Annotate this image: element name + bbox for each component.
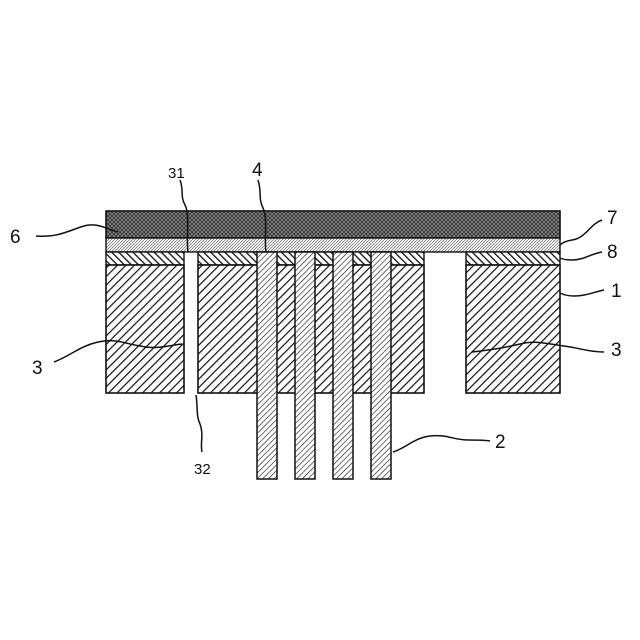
- label-8: 8: [607, 242, 618, 263]
- pin: [371, 252, 391, 479]
- label-1: 1: [611, 281, 622, 302]
- label-3-left: 3: [32, 358, 43, 379]
- base-block-right: [466, 265, 560, 393]
- thin-layer-segment: [106, 252, 184, 265]
- leader-32: [196, 395, 202, 452]
- label-4: 4: [252, 160, 263, 181]
- leader-1: [560, 290, 604, 296]
- pin: [333, 252, 353, 479]
- label-6: 6: [10, 227, 21, 248]
- thin-layer-segment: [466, 252, 560, 265]
- leader-2: [393, 436, 490, 452]
- pin: [257, 252, 277, 479]
- label-32: 32: [194, 461, 211, 478]
- label-2: 2: [495, 432, 506, 453]
- bonding-layer: [106, 238, 560, 252]
- leader-7: [560, 220, 602, 245]
- leader-8: [560, 252, 602, 260]
- base-block-left: [106, 265, 184, 393]
- top-cover-layer: [106, 211, 560, 238]
- label-7: 7: [607, 208, 618, 229]
- label-3-right: 3: [611, 340, 622, 361]
- label-31: 31: [168, 165, 185, 182]
- pin: [295, 252, 315, 479]
